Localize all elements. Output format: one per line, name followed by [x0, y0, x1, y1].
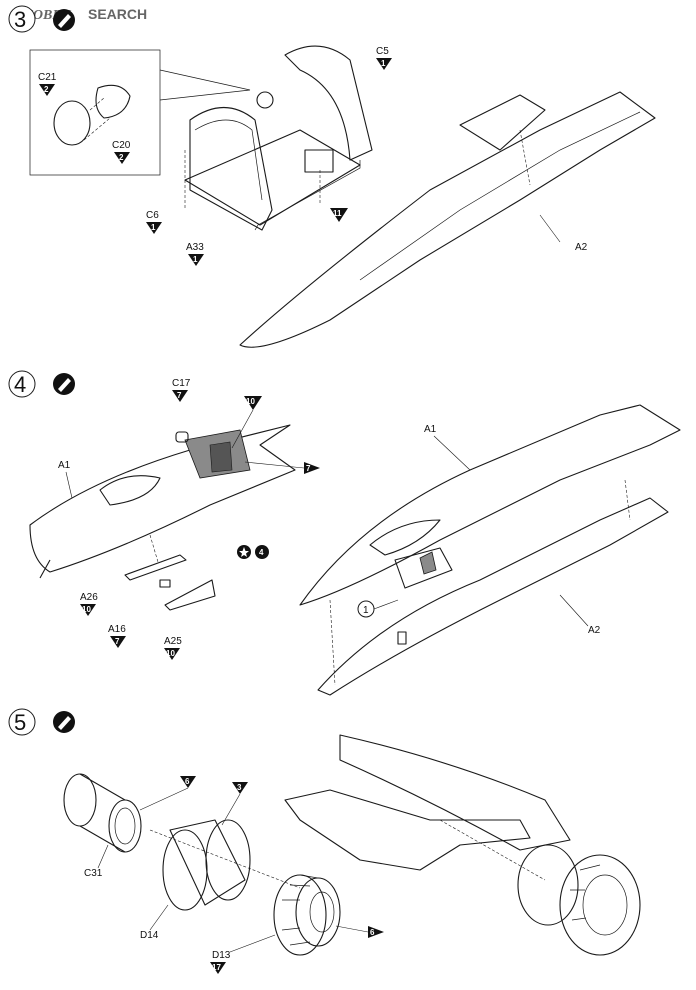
label-c20: C20 — [112, 140, 131, 151]
color-code: 7 — [306, 464, 311, 473]
intake-part — [459, 94, 546, 151]
ref-marker-number: 1 — [363, 605, 369, 616]
c17-part — [175, 431, 189, 443]
color-code: 1 — [151, 223, 156, 232]
color-code: 1 — [193, 255, 198, 264]
a1-nose-part — [29, 424, 296, 573]
label-c6: C6 — [146, 210, 159, 221]
fuselage-a2 — [239, 91, 656, 348]
color-triangle — [232, 782, 248, 794]
color-triangle — [244, 396, 262, 410]
seat-part — [419, 551, 437, 575]
label-a33: A33 — [186, 242, 204, 253]
step-4: 4 C17 7 10 7 A1 A26 10 A16 — [8, 370, 681, 696]
color-code: 6 — [185, 777, 190, 786]
color-triangle — [80, 604, 96, 616]
c5-panel — [284, 45, 373, 161]
color-triangle — [180, 776, 196, 788]
step-5-number: 5 — [14, 710, 26, 735]
a2-lower-fuselage — [317, 497, 669, 696]
rear-fuselage — [284, 734, 641, 956]
label-a16: A16 — [108, 624, 126, 635]
color-code: 2 — [44, 85, 49, 94]
color-code: 7 — [177, 391, 182, 400]
a2-fuselage — [239, 91, 656, 348]
step-3: 3 C21 2 C20 2 C5 — [8, 5, 656, 348]
d13-petal-nozzle — [273, 874, 341, 956]
step-4-badge — [8, 370, 36, 398]
rear-fuselage-part — [339, 734, 571, 851]
fuselage-assembly — [299, 404, 681, 696]
color-code: 1 — [381, 59, 386, 68]
label-c31: C31 — [84, 868, 103, 879]
color-triangle — [146, 222, 162, 234]
color-code: 6 — [370, 928, 375, 937]
step-3-badge — [8, 5, 36, 33]
color-code: 10 — [166, 649, 175, 658]
color-code: 10 — [246, 397, 255, 406]
color-triangle — [172, 390, 188, 402]
canopy-frame — [369, 519, 441, 556]
color-triangle — [188, 254, 204, 266]
inset-detail — [29, 49, 251, 176]
d14-nozzle — [149, 819, 301, 911]
color-triangle — [368, 926, 384, 938]
nose-detail — [29, 424, 296, 579]
color-code: 2 — [119, 153, 124, 162]
color-triangle — [39, 84, 55, 96]
color-triangle — [114, 152, 130, 164]
step-5: 5 C31 6 D14 3 — [8, 708, 641, 974]
inset-frame — [29, 49, 161, 176]
label-d14: D14 — [140, 930, 159, 941]
cockpit-tub-part — [394, 547, 453, 589]
color-triangle — [330, 208, 348, 222]
color-triangle — [164, 648, 180, 660]
c21-small-part — [256, 91, 274, 109]
color-code: 10 — [82, 605, 91, 614]
d14-part — [162, 829, 208, 911]
color-triangle — [210, 962, 226, 974]
color-code: 3 — [237, 783, 242, 792]
label-c17: C17 — [172, 378, 191, 389]
paint-icon-brush — [58, 14, 71, 28]
color-triangle — [110, 636, 126, 648]
c21-part — [53, 100, 91, 146]
a26-part — [124, 554, 187, 581]
label-a2: A2 — [575, 242, 588, 253]
a25-part — [164, 579, 216, 611]
step-3-number: 3 — [14, 7, 26, 32]
a16-part — [159, 579, 171, 588]
color-code: 17 — [212, 963, 221, 972]
d13-part — [273, 874, 327, 956]
a1-upper-fuselage — [299, 404, 681, 606]
decal-number-badge — [255, 545, 269, 559]
color-triangle — [376, 58, 392, 70]
color-code: 11 — [333, 209, 342, 218]
watermark-word: SEARCH — [88, 6, 147, 22]
c31-tube — [63, 773, 142, 853]
label-a2: A2 — [588, 625, 601, 636]
c31-part — [108, 799, 142, 853]
inset-pointer — [159, 69, 251, 101]
step-5-badge — [8, 708, 36, 736]
small-part — [397, 631, 407, 645]
cockpit-tub — [184, 45, 373, 231]
color-triangle — [304, 462, 320, 474]
seat-part — [304, 149, 334, 173]
installed-nozzle — [517, 844, 579, 926]
label-d13: D13 — [212, 950, 231, 961]
step-4-number: 4 — [14, 372, 26, 397]
label-c5: C5 — [376, 46, 389, 57]
c20-part — [95, 84, 131, 119]
watermark: HOBBY SEARCH — [21, 6, 147, 23]
label-a26: A26 — [80, 592, 98, 603]
label-c21: C21 — [38, 72, 57, 83]
label-a1: A1 — [58, 460, 71, 471]
decal-number: 4 — [259, 548, 264, 557]
label-a1: A1 — [424, 424, 437, 435]
label-a25: A25 — [164, 636, 182, 647]
color-code: 7 — [115, 637, 120, 646]
canopy-frame — [99, 475, 161, 506]
